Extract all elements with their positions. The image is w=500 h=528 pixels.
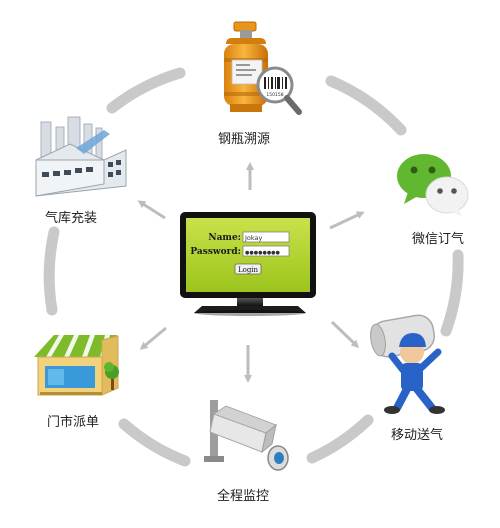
login-monitor: Name: Jokay Password: ●●●●●●●● Login — [180, 212, 316, 316]
name-input-value: Jokay — [244, 234, 263, 242]
password-label: Password: — [190, 247, 241, 257]
login-button[interactable] — [234, 263, 262, 275]
ring-arc-right — [440, 249, 464, 337]
name-label: Name: — [208, 233, 241, 243]
label-cylinder-trace: 钢瓶溯源 — [218, 132, 271, 147]
label-store-dispatch: 门市派单 — [47, 415, 100, 430]
arrow-to-store-dispatch — [139, 326, 167, 350]
storefront-icon — [34, 335, 119, 396]
label-mobile-delivery: 移动送气 — [391, 428, 444, 443]
label-wechat-order: 微信订气 — [412, 232, 465, 247]
ring-arc-bottom-left — [118, 418, 191, 467]
factory-icon — [35, 116, 127, 197]
label-monitoring: 全程监控 — [217, 489, 270, 504]
arrow-to-wechat-order — [329, 211, 365, 230]
barcode-number: 150158 — [266, 92, 283, 98]
name-input[interactable] — [242, 231, 290, 243]
cycle-ring — [43, 67, 464, 467]
delivery-worker-icon — [370, 314, 445, 414]
login-button-label: Login — [238, 266, 259, 274]
ring-arc-bottom-right — [306, 414, 374, 464]
label-depot-filling: 气库充装 — [45, 211, 98, 226]
ring-arc-top-right — [325, 75, 407, 136]
ring-arc-left — [43, 226, 60, 316]
security-camera-icon — [204, 400, 289, 471]
connector-arrows — [137, 162, 365, 383]
arrow-to-depot-filling — [137, 200, 166, 220]
password-input[interactable] — [242, 245, 290, 257]
ring-arc-top-left — [106, 67, 186, 114]
wechat-icon — [397, 154, 469, 217]
gas-cylinder-barcode-icon: 150158 — [224, 21, 302, 115]
password-input-value: ●●●●●●●● — [245, 250, 281, 256]
arrow-to-mobile-delivery — [330, 320, 360, 349]
